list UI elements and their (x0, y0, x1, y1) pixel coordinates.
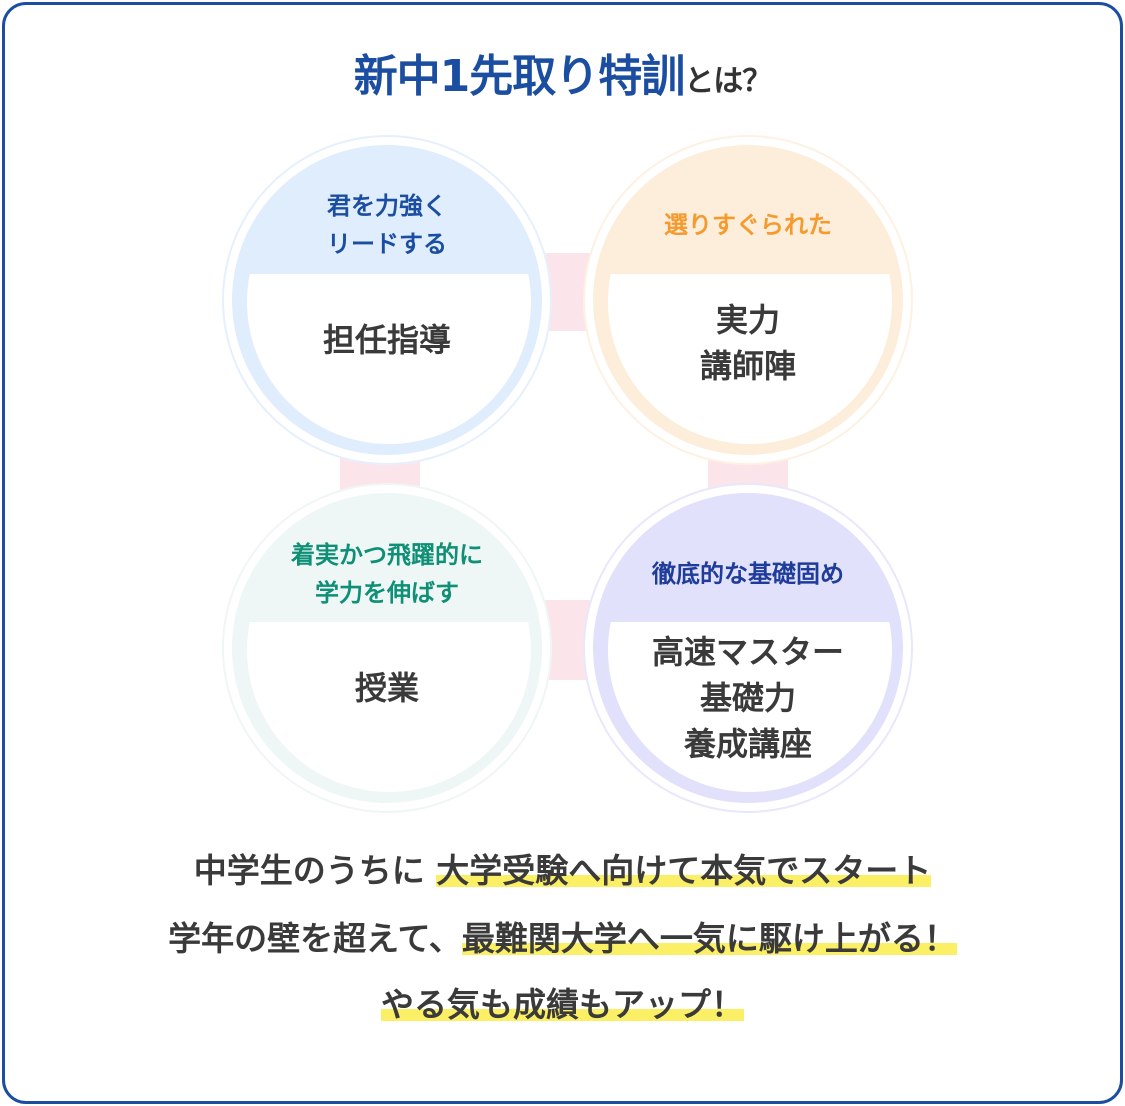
feature-circle-basics: 徹底的な基礎固め 高速マスター基礎力養成講座 (583, 483, 913, 813)
highlight-text: 大学受験へ向けて本気でスタート (436, 851, 932, 890)
feature-circle-lessons: 着実かつ飛躍的に学力を伸ばす 授業 (222, 483, 552, 813)
circle-lead: 着実かつ飛躍的に学力を伸ばす (291, 541, 483, 607)
feature-circle-teachers: 選りすぐられた 実力講師陣 (583, 135, 913, 465)
page-title: 新中1先取り特訓とは？ (0, 40, 1125, 104)
feature-circle-homeroom: 君を力強くリードする 担任指導 (222, 135, 552, 465)
circle-lead: 徹底的な基礎固め (652, 560, 844, 588)
circle-main: 実力講師陣 (699, 301, 796, 385)
circle-lead: 君を力強くリードする (327, 192, 447, 258)
message-line-3: やる気も成績もアップ！ (0, 972, 1125, 1038)
title-suffix: とは？ (684, 64, 772, 99)
circle-main: 担任指導 (322, 321, 451, 359)
circle-main: 授業 (354, 669, 419, 707)
title-highlight: 新中1先取り特訓 (353, 51, 686, 102)
message-line-1: 中学生のうちに 大学受験へ向けて本気でスタート (193, 851, 932, 890)
highlight-text: 最難関大学へ一気に駆け上がる！ (461, 919, 957, 958)
circle-main: 高速マスター基礎力養成講座 (651, 633, 844, 763)
highlight-text: やる気も成績もアップ！ (381, 985, 744, 1024)
message-line-2: 学年の壁を超えて、最難関大学へ一気に駆け上がる！ (168, 919, 957, 958)
circle-lead: 選りすぐられた (664, 211, 832, 239)
